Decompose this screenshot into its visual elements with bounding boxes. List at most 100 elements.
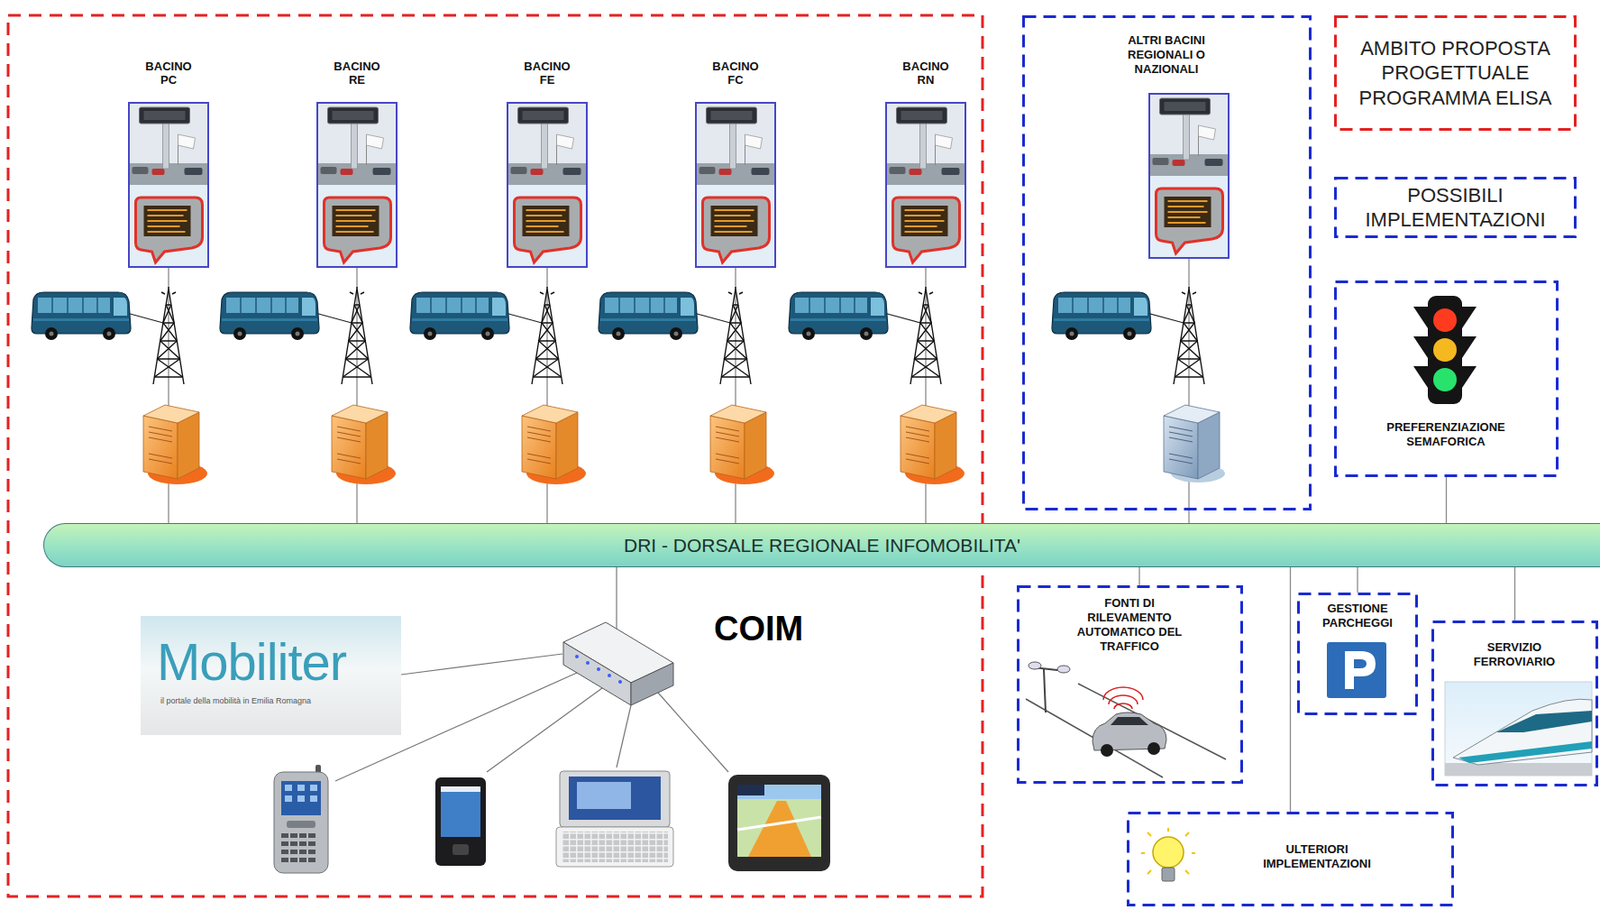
box-label: ULTERIORI IMPLEMENTAZIONI	[1235, 841, 1399, 871]
hub-name: COIM	[713, 609, 804, 649]
regional-equipment	[1163, 404, 1226, 483]
basin-equipment	[507, 101, 588, 268]
regional-equipment	[1051, 92, 1230, 483]
router-icon	[585, 660, 590, 665]
legend-box: POSSIBILI IMPLEMENTAZIONI	[1334, 176, 1577, 238]
smartphone-icon	[281, 857, 289, 862]
pda-icon	[452, 843, 469, 855]
basin-equipment	[710, 404, 775, 485]
regional-equipment	[1149, 93, 1229, 258]
coim-wires	[615, 566, 617, 629]
connector	[356, 267, 357, 523]
pda-icon	[440, 786, 481, 837]
smartphone-icon	[299, 849, 307, 854]
gps-navigator-icon	[728, 774, 831, 871]
basin-heading: BACINO FE	[517, 59, 577, 87]
lightbulb-icon	[1185, 832, 1189, 836]
basin-heading-block: BACINO PC	[138, 59, 199, 87]
basin-equipment	[521, 404, 586, 485]
traffic-sensor-scene	[1043, 668, 1046, 713]
smartphone-icon	[284, 795, 293, 802]
backbone-band: DRI - DORSALE REGIONALE INFOMOBILITA'	[43, 522, 1600, 567]
traffic-sensor-scene	[1110, 716, 1149, 725]
pda-icon	[440, 786, 481, 792]
basin-panel: BACINO FE	[506, 55, 588, 268]
lightbulb-icon	[1152, 836, 1184, 868]
basin-equipment	[900, 404, 965, 485]
gps-navigator-icon	[728, 774, 831, 871]
traffic-light	[1413, 295, 1477, 404]
netbook-icon	[556, 770, 674, 867]
pda-icon	[435, 777, 486, 866]
train-picture	[1458, 740, 1592, 763]
panel-frame	[694, 101, 777, 268]
basin-equipment	[128, 101, 210, 268]
box-text-block: GESTIONE PARCHEGGI	[1303, 601, 1412, 631]
basin-panel: BACINO PC	[128, 55, 210, 268]
parking-sign	[1326, 641, 1387, 698]
legend-text: AMBITO PROPOSTA PROGETTUALE PROGRAMMA EL…	[1344, 36, 1567, 111]
region-box: ALTRI BACINI REGIONALI O NAZIONALI	[1022, 15, 1312, 511]
lightbulb-icon	[1147, 832, 1152, 836]
basin-equipment	[788, 292, 888, 340]
coim-wires	[401, 653, 563, 675]
smartphone-icon	[290, 849, 298, 854]
smartphone-icon	[281, 849, 289, 854]
option-box: FONTI DI RILEVAMENTO AUTOMATICO DEL TRAF…	[1016, 585, 1244, 784]
box-text-block: FONTI DI RILEVAMENTO AUTOMATICO DEL TRAF…	[1061, 595, 1198, 654]
router-icon	[607, 673, 612, 677]
box-label: PREFERENZIAZIONE SEMAFORICA	[1355, 420, 1536, 449]
smartphone-icon	[310, 795, 318, 802]
panel-frame	[885, 101, 967, 268]
traffic-sensor-scene	[1114, 703, 1133, 709]
basin-heading-block: BACINO FC	[705, 59, 766, 87]
basin-equipment	[410, 292, 510, 340]
dashed-outline-rect	[1298, 594, 1418, 714]
train-picture	[1453, 698, 1592, 765]
smartphone-icon	[308, 841, 316, 846]
train-picture	[1444, 681, 1592, 776]
smartphone-icon	[299, 832, 307, 838]
basin-equipment	[531, 284, 563, 384]
smartphone-icon	[297, 795, 305, 802]
traffic-sensor-scene	[1028, 661, 1042, 669]
box-label: GESTIONE PARCHEGGI	[1303, 601, 1412, 631]
gps-navigator-icon	[737, 784, 765, 796]
smartphone-icon	[299, 857, 307, 862]
basin-equipment	[219, 292, 320, 340]
option-box: ULTERIORI IMPLEMENTAZIONI	[1126, 811, 1454, 906]
smartphone-icon	[281, 832, 316, 862]
box-label: ALTRI BACINI REGIONALI O NAZIONALI	[1107, 33, 1226, 77]
smartphone-icon	[281, 841, 289, 846]
coim-wires	[335, 672, 577, 781]
traffic-light	[1433, 367, 1457, 392]
basin-panel: BACINO RE	[316, 55, 398, 268]
logo-wordmark: Mobiliter	[156, 630, 347, 692]
dashed-outline	[1022, 15, 1312, 511]
traffic-light	[1433, 338, 1457, 362]
router-icon	[596, 667, 601, 671]
smartphone-icon	[274, 764, 329, 873]
basin-panel: BACINO RN	[885, 55, 967, 268]
regional-equipment	[1051, 292, 1152, 340]
dashed-outline-rect	[1433, 621, 1598, 786]
dashed-outline-rect	[1335, 17, 1576, 130]
connector	[1445, 476, 1447, 523]
gps-navigator-icon	[748, 800, 812, 857]
basin-panel: BACINO FC	[694, 55, 777, 268]
coim-wires	[658, 692, 729, 772]
train-picture	[1496, 710, 1592, 732]
option-box: SERVIZIO FERROVIARIO	[1431, 620, 1599, 787]
router-icon	[563, 641, 631, 705]
box-text-block: ULTERIORI IMPLEMENTAZIONI	[1235, 841, 1399, 871]
basin-equipment	[910, 284, 942, 384]
band-label: DRI - DORSALE REGIONALE INFOMOBILITA'	[623, 534, 1021, 557]
box-text-block: ALTRI BACINI REGIONALI O NAZIONALI	[1107, 33, 1226, 77]
train-picture	[1444, 681, 1592, 776]
basin-heading-block: BACINO FE	[517, 59, 577, 87]
box-text-block: PREFERENZIAZIONE SEMAFORICA	[1355, 420, 1536, 449]
connector	[1289, 566, 1291, 812]
